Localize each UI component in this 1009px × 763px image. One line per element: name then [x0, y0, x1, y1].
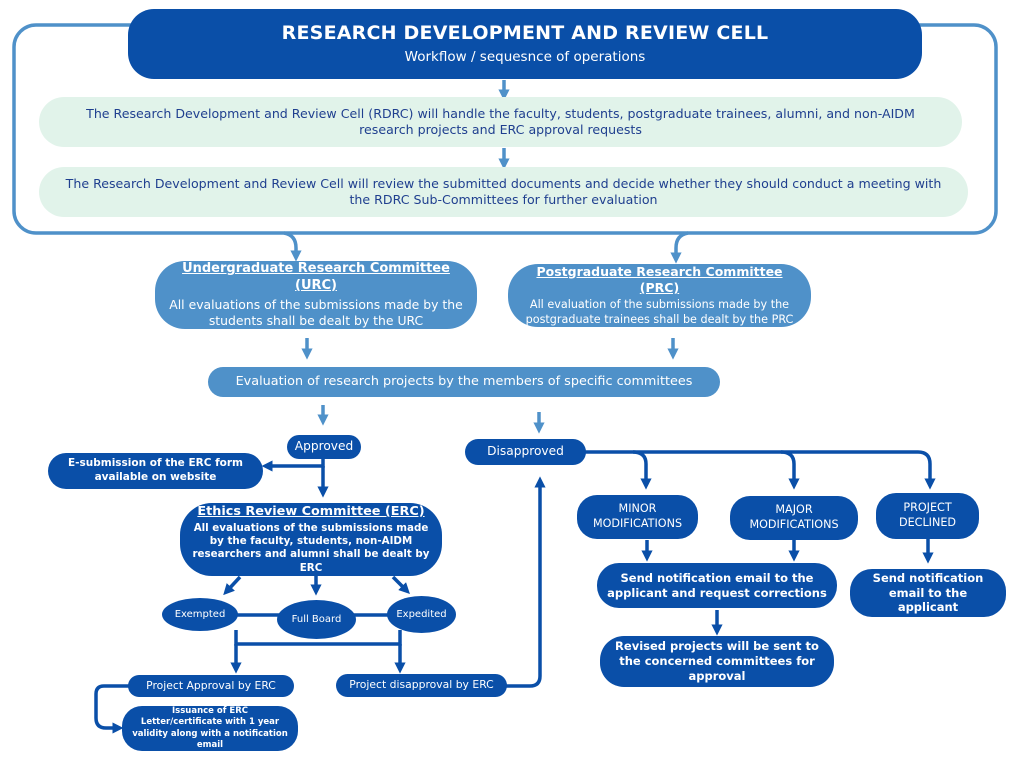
disapproved-bus [584, 450, 932, 465]
issuance-box: Issuance of ERC Letter/certificate with … [122, 706, 298, 751]
prc-box: Postgraduate Research Committee (PRC) Al… [508, 264, 811, 327]
major-modifications-box: MAJOR MODIFICATIONS [730, 496, 858, 540]
expedited-oval: Expedited [387, 596, 456, 633]
urc-title: Undergraduate Research Committee (URC) [182, 260, 450, 293]
minor-modifications-text: MINOR MODIFICATIONS [592, 502, 683, 530]
arrow-disapproved-to-major [780, 450, 800, 490]
project-approval-box: Project Approval by ERC [128, 675, 294, 697]
arrow-erc-disapproval-to-disapproved [505, 476, 546, 688]
full-board-text: Full Board [291, 614, 342, 625]
notify-applicant-box: Send notification email to the applicant [850, 569, 1006, 617]
disapproved-box: Disapproved [465, 439, 586, 465]
revised-projects-box: Revised projects will be sent to the con… [600, 636, 834, 687]
arrow-frame-to-prc [670, 231, 689, 264]
exempted-text: Exempted [174, 609, 226, 620]
notify-corrections-box: Send notification email to the applicant… [597, 563, 837, 608]
project-declined-box: PROJECT DECLINED [876, 493, 979, 539]
arrow-erc-to-exempted [223, 575, 242, 596]
arrow-approval-to-issuance [94, 684, 130, 734]
project-disapproval-box: Project disapproval by ERC [336, 674, 507, 697]
rdrc-review-text: The Research Development and Review Cell… [65, 175, 942, 207]
project-approval-text: Project Approval by ERC [146, 678, 276, 692]
expedited-text: Expedited [396, 609, 447, 620]
page-subtitle: Workflow / sequesnce of operations [404, 49, 646, 66]
notify-applicant-text: Send notification email to the applicant [872, 570, 984, 615]
review-bus [234, 630, 402, 646]
header-title-box: RESEARCH DEVELOPMENT AND REVIEW CELL Wor… [128, 9, 922, 79]
prc-description: All evaluation of the submissions made b… [525, 298, 794, 326]
urc-description: All evaluations of the submissions made … [169, 296, 463, 328]
esubmission-box: E-submission of the ERC form available o… [48, 453, 263, 489]
rdrc-handle-text: The Research Development and Review Cell… [86, 105, 915, 137]
notify-corrections-text: Send notification email to the applicant… [607, 570, 827, 600]
minor-modifications-box: MINOR MODIFICATIONS [577, 495, 698, 539]
esubmission-text: E-submission of the ERC form available o… [68, 457, 243, 483]
issuance-text: Issuance of ERC Letter/certificate with … [132, 706, 288, 750]
page-title: RESEARCH DEVELOPMENT AND REVIEW CELL [281, 22, 769, 45]
rdrc-review-box: The Research Development and Review Cell… [39, 167, 968, 217]
arrow-erc-to-expedited [391, 575, 410, 594]
major-modifications-text: MAJOR MODIFICATIONS [749, 503, 839, 531]
arrow-disapproved-to-minor [632, 450, 652, 490]
prc-title: Postgraduate Research Committee (PRC) [536, 263, 783, 295]
erc-box: Ethics Review Committee (ERC) All evalua… [180, 503, 442, 576]
arrow-frame-to-urc [283, 231, 302, 262]
project-declined-text: PROJECT DECLINED [898, 501, 957, 529]
arrow-approved-to-esub [261, 458, 325, 472]
full-board-oval: Full Board [277, 600, 356, 639]
erc-description: All evaluations of the submissions made … [192, 521, 430, 574]
evaluation-box: Evaluation of research projects by the m… [208, 367, 720, 397]
erc-title: Ethics Review Committee (ERC) [197, 503, 425, 519]
disapproved-text: Disapproved [487, 444, 564, 459]
evaluation-text: Evaluation of research projects by the m… [235, 373, 693, 389]
project-disapproval-text: Project disapproval by ERC [349, 678, 494, 692]
urc-box: Undergraduate Research Committee (URC) A… [155, 261, 477, 329]
exempted-oval: Exempted [162, 598, 238, 631]
approved-text: Approved [294, 439, 354, 454]
approved-box: Approved [287, 435, 361, 459]
revised-projects-text: Revised projects will be sent to the con… [615, 639, 819, 683]
rdrc-handle-box: The Research Development and Review Cell… [39, 97, 962, 147]
